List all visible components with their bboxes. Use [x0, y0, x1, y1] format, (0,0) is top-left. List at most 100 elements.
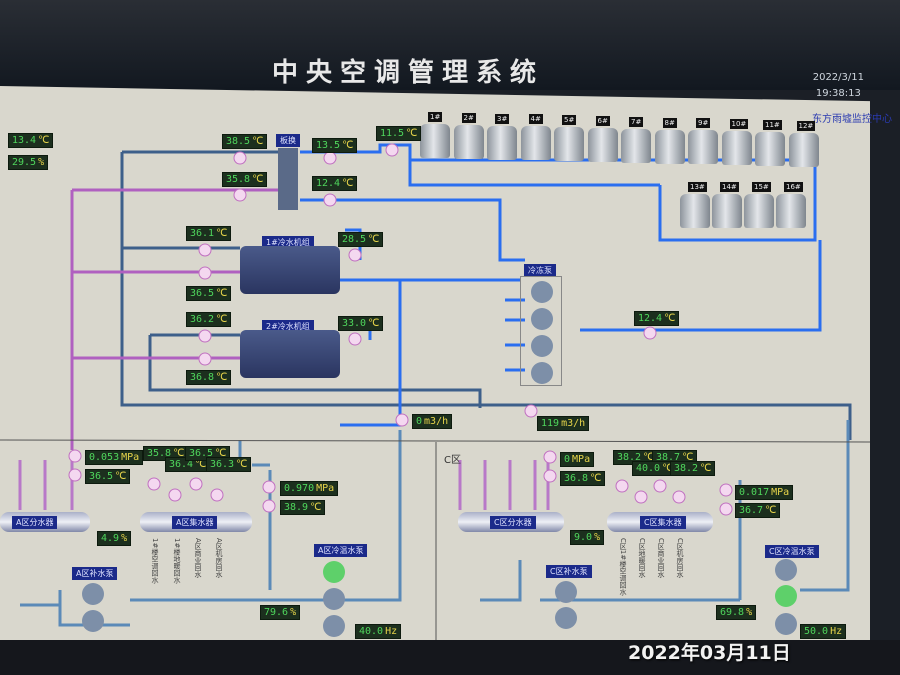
readout-unit: ℃	[38, 135, 50, 146]
tower-label: 16#	[784, 182, 803, 192]
tower-label: 14#	[720, 182, 739, 192]
readout-unit: ℃	[590, 473, 602, 484]
readout: 69.8%	[716, 605, 757, 620]
readout-value: 36.5	[190, 288, 215, 299]
readout: 36.1℃	[186, 226, 232, 241]
a-coll-label: A区集水器	[172, 516, 218, 529]
cooling-tower-icon	[712, 194, 742, 228]
chw-pump-2[interactable]	[531, 308, 553, 330]
a-circ-pump-3[interactable]	[323, 615, 345, 637]
tower-label: 15#	[752, 182, 771, 192]
a-makeup-pump-1[interactable]	[82, 583, 104, 605]
a-circ-pump-2[interactable]	[323, 588, 345, 610]
cooling-tower-icon	[755, 132, 785, 166]
readout-unit: ℃	[765, 505, 777, 516]
readout: 79.6%	[260, 605, 301, 620]
cooling-tower-icon	[420, 124, 450, 158]
c-circ-label: C区冷温水泵	[765, 545, 819, 558]
readout: 13.4℃	[8, 133, 54, 148]
a-circ-pump-1[interactable]	[323, 561, 345, 583]
readout-value: 0.053	[89, 452, 120, 463]
readout-value: 36.1	[190, 228, 215, 239]
readout: 13.5℃	[312, 138, 358, 153]
readout-value: 12.4	[316, 178, 341, 189]
readout-value: 13.5	[316, 140, 341, 151]
readout-value: 38.9	[284, 502, 309, 513]
tower-label: 2#	[461, 112, 476, 123]
readout-value: 9.0	[574, 532, 593, 543]
readout: 28.5℃	[338, 232, 384, 247]
readout-unit: Hz	[385, 626, 398, 637]
tower-label: 9#	[696, 118, 711, 129]
chw-pump-3[interactable]	[531, 335, 553, 357]
chw-pump-1[interactable]	[531, 281, 553, 303]
readout-value: 36.8	[190, 372, 215, 383]
readout-value: 12.4	[638, 313, 663, 324]
c-makeup-pump-1[interactable]	[555, 581, 577, 603]
readout-unit: %	[594, 532, 601, 543]
readout-unit: ℃	[700, 463, 712, 474]
branch-c-1: C区1#楼空调回水	[619, 538, 627, 596]
tower-label: 11#	[763, 120, 782, 130]
readout: 29.5%	[8, 155, 49, 170]
c-coll-label: C区集水器	[640, 516, 686, 529]
readout-unit: ℃	[682, 452, 694, 463]
readout-unit: ℃	[115, 471, 127, 482]
chiller-1[interactable]	[240, 246, 340, 294]
readout: 36.8℃	[560, 471, 606, 486]
readout-value: 0.017	[739, 487, 770, 498]
cooling-tower-icon	[554, 127, 584, 162]
c-makeup-pump-2[interactable]	[555, 607, 577, 629]
readout-unit: MPa	[771, 487, 790, 498]
readout-value: 0	[416, 416, 423, 427]
readout-unit: ℃	[310, 502, 322, 513]
readout: 35.8℃	[222, 172, 268, 187]
readout-unit: ℃	[643, 452, 655, 463]
readout-value: 28.5	[342, 234, 367, 245]
readout-unit: ℃	[216, 372, 228, 383]
page-title: 中央空调管理系统	[272, 58, 545, 88]
branch-c-3: C区商业回水	[657, 538, 665, 578]
readout: 33.0℃	[338, 316, 384, 331]
a-dist-label: A区分水器	[12, 516, 58, 529]
readout-unit: m3/h	[424, 416, 449, 427]
cooling-tower-icon	[721, 131, 752, 166]
readout: 38.9℃	[280, 500, 326, 515]
zone-c-label: C区	[444, 455, 461, 466]
monitor-top-bezel	[0, 0, 900, 90]
tower-label: 7#	[629, 116, 644, 127]
readout-unit: ℃	[406, 128, 418, 139]
c-circ-pump-1[interactable]	[775, 559, 797, 581]
branch-a-2: 1#楼地暖回水	[173, 538, 181, 584]
c-circ-pump-3[interactable]	[775, 613, 797, 635]
readout: 9.0%	[570, 530, 605, 545]
readout: 11.5℃	[376, 126, 422, 141]
chiller1-label: 1#冷水机组	[262, 236, 314, 249]
cooling-tower-icon	[621, 128, 651, 163]
chw-pump-4[interactable]	[531, 362, 553, 384]
readout: 4.9%	[97, 531, 132, 546]
plate-heat-exchanger[interactable]	[278, 148, 298, 210]
readout-unit: MPa	[572, 454, 591, 465]
readout: 36.5℃	[85, 469, 131, 484]
readout-value: 4.9	[101, 533, 120, 544]
tower-label: 12#	[796, 120, 816, 131]
readout-unit: ℃	[216, 314, 228, 325]
chiller-2[interactable]	[240, 330, 340, 378]
a-makeup-pump-2[interactable]	[82, 610, 104, 632]
cooling-tower-icon	[487, 125, 517, 160]
readout-unit: %	[746, 607, 753, 618]
readout-unit: ℃	[252, 136, 264, 147]
c-circ-pump-2[interactable]	[775, 585, 797, 607]
readout-unit: ℃	[236, 459, 248, 470]
a-makeup-label: A区补水泵	[72, 567, 118, 580]
photo-timestamp: 2022年03月11日	[628, 642, 791, 664]
readout-value: 36.2	[190, 314, 215, 325]
readout-unit: MPa	[316, 483, 335, 494]
readout-unit: ℃	[215, 448, 227, 459]
